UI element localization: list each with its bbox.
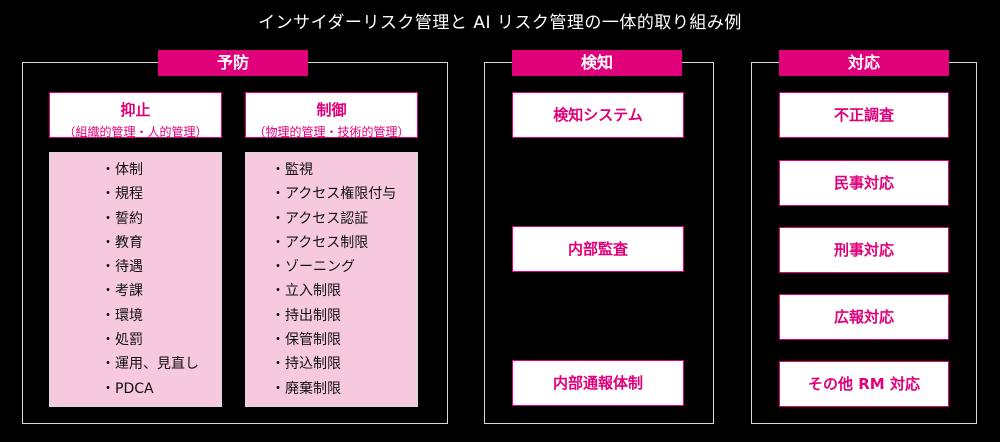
deterrence-list: ・体制 ・規程 ・誓約 ・教育 ・待遇 ・考課 ・環境 ・処罰 ・運用、見直し … (49, 152, 222, 407)
deterrence-title: 抑止 (120, 101, 151, 119)
detection-box-audit: 内部監査 (512, 226, 684, 272)
list-item: ・規程 (101, 186, 143, 203)
control-header: 制御 （物理的管理・技術的管理） (245, 92, 418, 139)
response-header: 対応 (779, 50, 949, 76)
response-box-pr: 広報対応 (779, 294, 949, 340)
list-item: ・保管制限 (271, 332, 341, 349)
detection-header: 検知 (512, 50, 682, 76)
control-title: 制御 (316, 101, 347, 119)
list-item: ・監視 (271, 162, 313, 178)
list-item: ・誓約 (101, 210, 143, 227)
list-item: ・PDCA (101, 380, 154, 397)
prevention-header: 予防 (158, 50, 308, 76)
detection-box-system: 検知システム (512, 92, 684, 138)
deterrence-header: 抑止 （組織的管理・人的管理） (49, 92, 222, 139)
response-box-civil: 民事対応 (779, 160, 949, 206)
list-item: ・教育 (101, 234, 143, 251)
list-item: ・体制 (101, 162, 143, 178)
diagram-title: インサイダーリスク管理と AI リスク管理の一体的取り組み例 (258, 13, 742, 33)
control-subtitle: （物理的管理・技術的管理） (253, 125, 410, 139)
list-item: ・処罰 (101, 332, 143, 349)
list-item: ・アクセス権限付与 (271, 186, 397, 203)
response-box-criminal: 刑事対応 (779, 227, 949, 273)
list-item: ・運用、見直し (101, 356, 199, 373)
list-item: ・持出制限 (271, 307, 341, 324)
detection-box-whistleblowing: 内部通報体制 (512, 360, 684, 406)
list-item: ・環境 (101, 307, 143, 324)
list-item: ・アクセス認証 (271, 210, 369, 227)
list-item: ・廃棄制限 (271, 380, 341, 397)
list-item: ・立入制限 (271, 283, 341, 300)
deterrence-subtitle: （組織的管理・人的管理） (63, 125, 208, 139)
list-item: ・ゾーニング (271, 259, 355, 276)
list-item: ・持込制限 (271, 356, 341, 373)
list-item: ・考課 (101, 283, 143, 300)
response-box-other-rm: その他 RM 対応 (779, 361, 949, 407)
list-item: ・待遇 (101, 259, 143, 276)
list-item: ・アクセス制限 (271, 234, 369, 251)
control-list: ・監視 ・アクセス権限付与 ・アクセス認証 ・アクセス制限 ・ゾーニング ・立入… (245, 152, 418, 407)
response-box-investigation: 不正調査 (779, 92, 949, 138)
